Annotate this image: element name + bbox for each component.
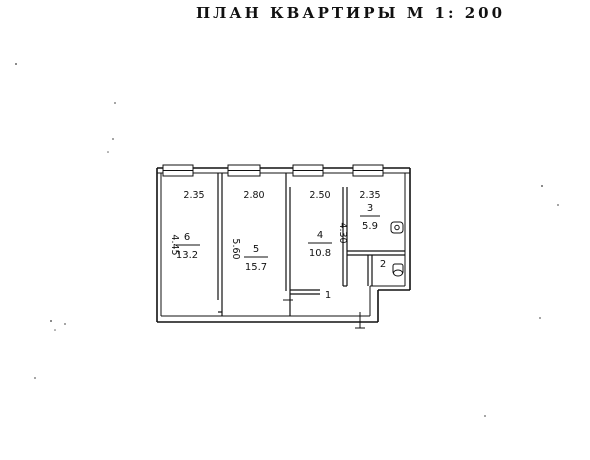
door-marks xyxy=(283,299,365,329)
room-2: 2 xyxy=(380,259,386,270)
windows xyxy=(162,164,384,177)
room-4-length: 4.30 xyxy=(337,222,348,243)
room-4: 4 10.8 xyxy=(308,230,332,259)
room-2-number: 2 xyxy=(380,259,386,270)
room-4-area: 10.8 xyxy=(309,248,331,259)
room-1: 1 xyxy=(325,290,331,301)
room-5-number: 5 xyxy=(253,244,259,255)
room-5-length: 5.60 xyxy=(230,238,241,259)
room-3-area: 5.9 xyxy=(362,221,378,232)
room-3-number: 3 xyxy=(367,203,373,214)
room-3: 3 5.9 xyxy=(360,203,380,232)
sink-fixture xyxy=(390,221,404,234)
room-6-area: 13.2 xyxy=(176,250,198,261)
scan-specks xyxy=(15,63,559,417)
room-6-number: 6 xyxy=(184,232,190,243)
room-5: 5 15.7 xyxy=(244,244,268,273)
room-6-length: 4.45 xyxy=(169,234,180,255)
outer-walls xyxy=(156,167,411,323)
room-5-width: 2.80 xyxy=(243,190,264,201)
room-4-number: 4 xyxy=(317,230,323,241)
toilet-fixture xyxy=(392,263,404,277)
partition-walls xyxy=(217,173,405,316)
plan-title: ПЛАН КВАРТИРЫ М 1: 200 xyxy=(196,4,506,22)
room-4-width: 2.50 xyxy=(309,190,330,201)
room-6: 6 13.2 xyxy=(176,232,200,261)
room-5-area: 15.7 xyxy=(245,262,267,273)
room-3-width: 2.35 xyxy=(359,190,380,201)
room-6-width: 2.35 xyxy=(183,190,204,201)
room-1-number: 1 xyxy=(325,290,331,301)
